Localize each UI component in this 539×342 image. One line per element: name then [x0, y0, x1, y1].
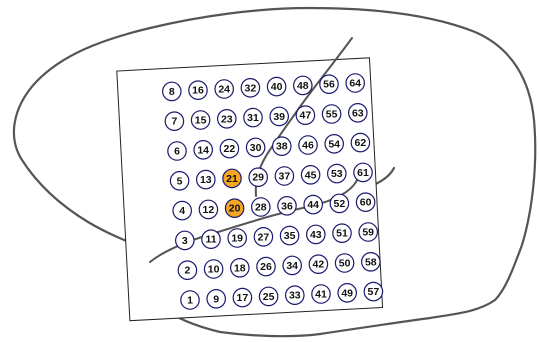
electrode-26-label: 26 [260, 261, 272, 273]
electrode-19-label: 19 [231, 233, 243, 245]
electrode-57-label: 57 [368, 286, 380, 298]
electrode-58-label: 58 [365, 256, 377, 268]
electrode-36-label: 36 [281, 200, 293, 212]
electrode-22-label: 22 [224, 143, 236, 155]
electrode-7-label: 7 [171, 116, 177, 128]
electrode-50-label: 50 [339, 258, 351, 270]
electrode-15-label: 15 [195, 115, 207, 127]
electrode-37-label: 37 [279, 171, 291, 183]
electrode-52-label: 52 [334, 198, 346, 210]
electrode-41-label: 41 [315, 289, 327, 301]
electrode-51-label: 51 [336, 228, 348, 240]
electrode-1-label: 1 [187, 295, 193, 307]
electrode-61-label: 61 [357, 167, 369, 179]
electrode-18-label: 18 [234, 262, 246, 274]
electrode-5-label: 5 [177, 175, 183, 187]
electrode-44-label: 44 [307, 199, 319, 211]
electrode-38-label: 38 [276, 141, 288, 153]
electrode-56-label: 56 [323, 79, 335, 91]
electrode-62-label: 62 [355, 137, 367, 149]
electrode-55-label: 55 [326, 109, 338, 121]
electrode-16-label: 16 [192, 85, 204, 97]
electrode-4-label: 4 [179, 205, 185, 217]
electrode-48-label: 48 [297, 80, 309, 92]
electrode-47-label: 47 [300, 110, 312, 122]
electrode-27-label: 27 [258, 231, 270, 243]
electrode-29-label: 29 [252, 172, 264, 184]
electrode-12-label: 12 [203, 204, 215, 216]
electrode-45-label: 45 [305, 169, 317, 181]
electrode-64-label: 64 [349, 78, 361, 90]
electrode-32-label: 32 [245, 82, 257, 94]
electrode-24-label: 24 [218, 84, 230, 96]
electrode-11-label: 11 [205, 234, 216, 246]
electrode-17-label: 17 [237, 292, 249, 304]
electrode-20-label: 20 [229, 203, 241, 215]
electrode-2-label: 2 [184, 265, 190, 277]
electrode-49-label: 49 [341, 287, 353, 299]
electrode-25-label: 25 [263, 291, 275, 303]
electrode-28-label: 28 [255, 202, 267, 214]
electrode-39-label: 39 [273, 111, 285, 123]
electrode-9-label: 9 [213, 293, 219, 305]
electrode-23-label: 23 [221, 113, 233, 125]
electrode-8-label: 8 [169, 86, 175, 98]
electrode-21-label: 21 [226, 173, 238, 185]
electrode-34-label: 34 [286, 260, 298, 272]
electrode-3-label: 3 [182, 235, 188, 247]
electrode-35-label: 35 [284, 230, 296, 242]
electrode-14-label: 14 [197, 144, 209, 156]
electrode-60-label: 60 [360, 197, 372, 209]
electrode-31-label: 31 [247, 112, 259, 124]
electrode-54-label: 54 [328, 138, 340, 150]
electrode-33-label: 33 [289, 290, 301, 302]
electrode-46-label: 46 [302, 140, 314, 152]
electrode-42-label: 42 [313, 259, 325, 271]
electrode-6-label: 6 [174, 146, 180, 158]
electrode-13-label: 13 [200, 174, 212, 186]
electrode-59-label: 59 [362, 227, 374, 239]
electrode-43-label: 43 [310, 229, 322, 241]
electrode-10-label: 10 [208, 264, 220, 276]
electrode-40-label: 40 [271, 81, 283, 93]
electrode-30-label: 30 [250, 142, 262, 154]
electrode-63-label: 63 [352, 107, 364, 119]
electrode-53-label: 53 [331, 168, 343, 180]
